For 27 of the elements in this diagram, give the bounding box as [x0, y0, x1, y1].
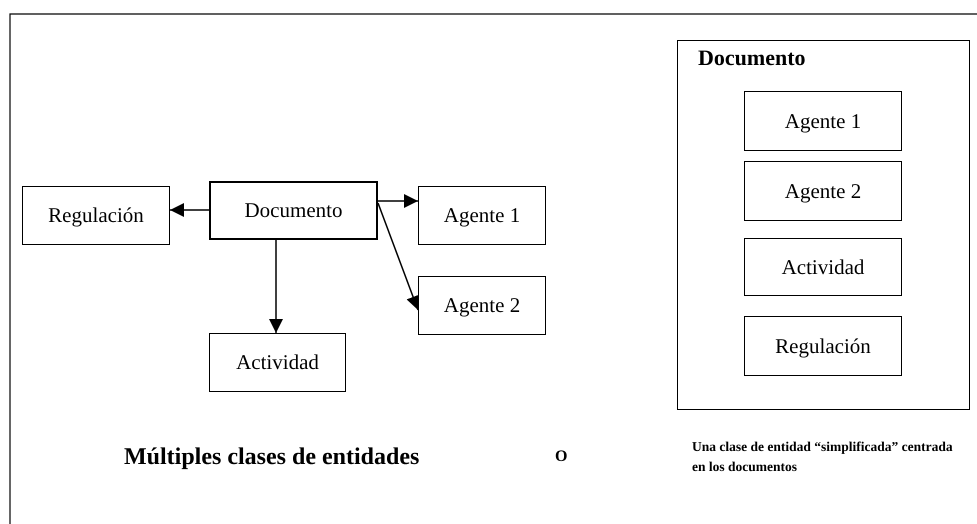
entity-label: Agente 2 — [444, 293, 520, 318]
entity-box — [744, 91, 902, 151]
arrow — [377, 202, 420, 310]
entity-label: Agente 2 — [784, 178, 862, 204]
entity-box — [418, 276, 546, 335]
arrow — [269, 240, 283, 333]
entity-label: Actividad — [782, 254, 864, 280]
container-box — [677, 40, 970, 410]
entity-label: Regulación — [48, 203, 144, 228]
caption-text: Una clase de entidad “simplificada” centrada en los documentos — [692, 438, 954, 476]
entity-label: Agente 1 — [784, 108, 862, 134]
entity-box — [744, 238, 902, 296]
entity-box — [744, 161, 902, 221]
entity-box — [418, 186, 546, 245]
entity-label: Documento — [244, 198, 342, 223]
separator-text: O — [555, 447, 568, 467]
caption-text: Múltiples clases de entidades — [124, 443, 420, 472]
arrow — [378, 194, 418, 208]
entity-box — [744, 316, 902, 376]
entity-box — [209, 333, 346, 392]
arrow — [170, 203, 209, 217]
entity-label: Regulación — [775, 334, 871, 358]
entity-box — [209, 181, 378, 240]
entity-box — [22, 186, 170, 245]
container-heading: Documento — [698, 45, 806, 71]
entity-label: Actividad — [236, 350, 319, 375]
entity-label: Agente 1 — [444, 203, 520, 228]
